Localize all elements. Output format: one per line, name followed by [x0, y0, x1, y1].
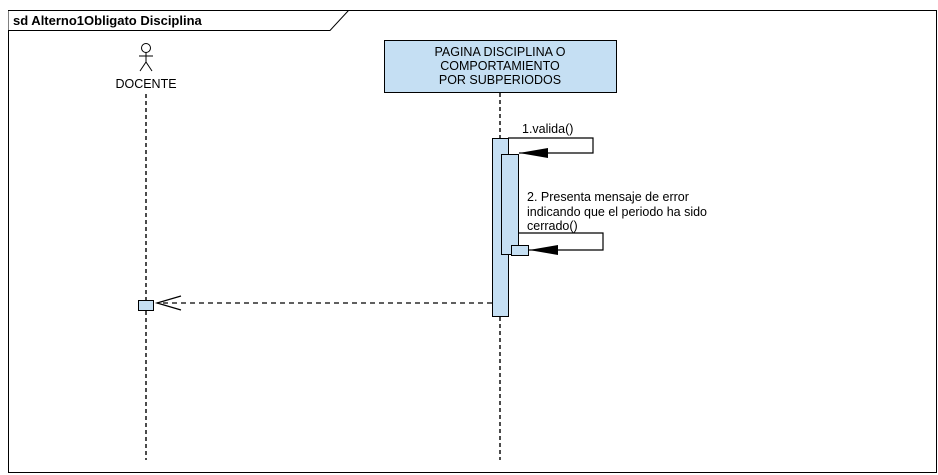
actor-name: DOCENTE	[115, 77, 176, 91]
actor-right-leg	[145, 61, 153, 72]
actor-activation-bar	[138, 300, 154, 311]
message-valida-arrowhead	[519, 148, 548, 158]
message-presenta-error-label-line-2: indicando que el periodo ha sido	[527, 205, 707, 219]
actor-left-leg	[139, 61, 147, 72]
message-presenta-error-label-line-1: 2. Presenta mensaje de error	[527, 190, 689, 204]
message-presenta-error: 2. Presenta mensaje de error indicando q…	[518, 190, 707, 255]
message-return	[154, 295, 492, 311]
message-presenta-error-arrowhead	[529, 245, 558, 255]
message-valida-label: 1.valida()	[522, 122, 573, 136]
frame-title: sd Alterno1Obligato Disciplina	[13, 13, 203, 28]
message-valida-line	[508, 137, 594, 154]
diagram-frame	[8, 10, 937, 473]
actor-head	[141, 43, 151, 53]
message-presenta-error-label-line-3: cerrado()	[527, 219, 578, 233]
object-box	[384, 40, 617, 93]
activation-bar-presenta	[511, 245, 529, 256]
object-title-line-3: POR SUBPERIODOS	[439, 73, 561, 87]
object-pagina-disciplina: PAGINA DISCIPLINA O COMPORTAMIENTO POR S…	[384, 40, 617, 93]
object-title-line-2: COMPORTAMIENTO	[440, 59, 560, 73]
message-presenta-error-line	[518, 232, 604, 251]
actor-docente: DOCENTE	[115, 43, 177, 91]
activation-bar-valida	[501, 154, 519, 255]
message-return-arrowhead	[154, 295, 182, 311]
frame-title-tab	[8, 10, 350, 31]
message-valida: 1.valida()	[508, 122, 594, 158]
object-title-line-1: PAGINA DISCIPLINA O	[434, 45, 565, 59]
